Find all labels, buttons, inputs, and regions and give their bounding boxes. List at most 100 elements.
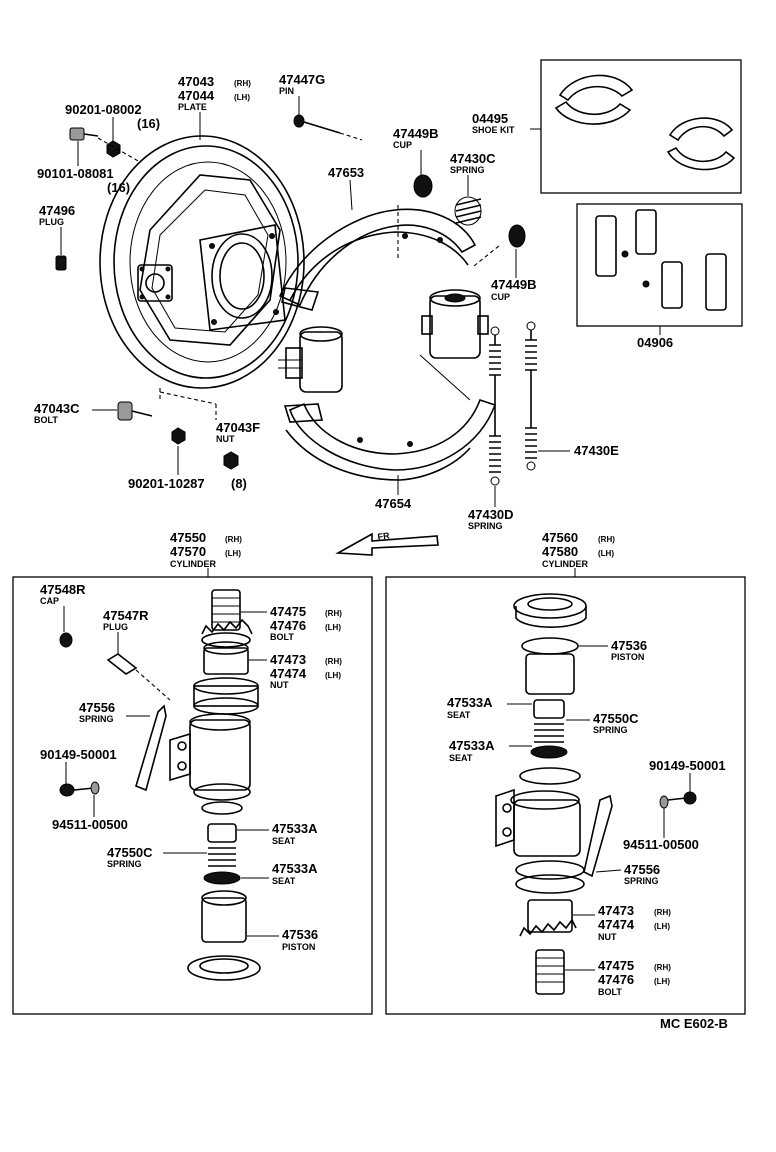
nut-bottom-pn: 90201-10287 [128, 476, 205, 491]
lp-plug-desc: PLUG [103, 622, 128, 632]
cup1-desc: CUP [393, 140, 412, 150]
lp-seat2-desc: SEAT [272, 876, 296, 886]
cup2-pn: 47449B [491, 277, 537, 292]
lp-adjbolt-rh: (RH) [325, 609, 342, 618]
lp-cap-desc: CAP [40, 596, 59, 606]
rp-adjnut-desc: NUT [598, 932, 617, 942]
cyl-left-lh: (LH) [225, 549, 241, 558]
lp-seat1-desc: SEAT [272, 836, 296, 846]
plug-part [55, 255, 67, 271]
plate-desc: PLATE [178, 102, 207, 112]
cyl-right-desc: CYLINDER [542, 559, 589, 569]
nut-bolt-top [69, 127, 141, 163]
spring-d-pn: 47430D [468, 507, 514, 522]
cup1-pn: 47449B [393, 126, 439, 141]
left-cylinder-panel [12, 576, 373, 1015]
rp-adjbolt-lh: (LH) [654, 977, 670, 986]
return-springs [489, 321, 537, 486]
rp-adjbolt-pn1: 47475 [598, 958, 634, 973]
lower-brake-shoe [283, 354, 497, 481]
rp-seat2-desc: SEAT [449, 753, 473, 763]
rp-adjnut-pn2: 47474 [598, 917, 635, 932]
nut-top-pn: 90201-08002 [65, 102, 142, 117]
shoe-kit-desc: SHOE KIT [472, 125, 515, 135]
front-arrow [335, 532, 439, 556]
upper-brake-shoe [278, 205, 477, 311]
lp-spring50c-desc: SPRING [107, 859, 142, 869]
lp-adjbolt-desc: BOLT [270, 632, 294, 642]
rp-adjnut-lh: (LH) [654, 922, 670, 931]
plate-pn1: 47043 [178, 74, 214, 89]
rp-seat1-desc: SEAT [447, 710, 471, 720]
rp-adjbolt-pn2: 47476 [598, 972, 634, 987]
rp-adjnut-pn1: 47473 [598, 903, 634, 918]
spring-e-pn: 47430E [574, 443, 619, 458]
lp-seat1-pn: 47533A [272, 821, 318, 836]
backing-plate [99, 135, 305, 389]
rp-spring56-desc: SPRING [624, 876, 659, 886]
lp-adjbolt-pn2: 47476 [270, 618, 306, 633]
nut-bottom-qty: (8) [231, 476, 247, 491]
top-labels: 47043 (RH) 47044 (LH) PLATE 47447G PIN 9… [34, 72, 673, 569]
drawing-code: MC E602-B [660, 1016, 728, 1031]
spring-c-pn: 47430C [450, 151, 496, 166]
cup2-desc: CUP [491, 292, 510, 302]
lp-seat2-pn: 47533A [272, 861, 318, 876]
fr-label: FR [377, 530, 391, 542]
rp-seat1-pn: 47533A [447, 695, 493, 710]
lp-adjbolt-lh: (LH) [325, 623, 341, 632]
lp-piston-desc: PISTON [282, 942, 315, 952]
plug-top-desc: PLUG [39, 217, 64, 227]
lp-spring56-desc: SPRING [79, 714, 114, 724]
rp-spring50c-pn: 47550C [593, 711, 639, 726]
kit-04906-pn: 04906 [637, 335, 673, 350]
rp-piston-pn: 47536 [611, 638, 647, 653]
right-panel-labels: 47536 PISTON 47533A SEAT 47550C SPRING 4… [447, 638, 726, 997]
wheel-cylinder-center [421, 289, 489, 359]
lp-adjnut-desc: NUT [270, 680, 289, 690]
nut-47043f-desc: NUT [216, 434, 235, 444]
rp-spring56-pn: 47556 [624, 862, 660, 877]
shoe-kit-pn: 04495 [472, 111, 508, 126]
rp-seat2-pn: 47533A [449, 738, 495, 753]
cyl-right-pn2: 47580 [542, 544, 578, 559]
plate-lh: (LH) [234, 93, 250, 102]
rp-bolt-pn: 90149-50001 [649, 758, 726, 773]
shoe-upper-pn: 47653 [328, 165, 364, 180]
shoe-kit-box [540, 59, 742, 194]
plate-rh: (RH) [234, 79, 251, 88]
lp-adjnut-rh: (RH) [325, 657, 342, 666]
bolt-nut-bottom [117, 388, 239, 470]
cyl-left-pn2: 47570 [170, 544, 206, 559]
nut-top-qty: (16) [137, 116, 160, 131]
lp-bolt-pn: 90149-50001 [40, 747, 117, 762]
wheel-cylinder-left [278, 326, 343, 393]
cyl-left-pn1: 47550 [170, 530, 206, 545]
bolt-top-pn: 90101-08081 [37, 166, 114, 181]
lp-spring50c-pn: 47550C [107, 845, 153, 860]
lp-piston-pn: 47536 [282, 927, 318, 942]
lp-adjnut-lh: (LH) [325, 671, 341, 680]
shoe-lower-pn: 47654 [375, 496, 412, 511]
bolt-top-qty: (16) [107, 180, 130, 195]
rp-piston-desc: PISTON [611, 652, 644, 662]
plate-pn2: 47044 [178, 88, 215, 103]
lp-cap-pn: 47548R [40, 582, 86, 597]
spring-c-desc: SPRING [450, 165, 485, 175]
plug-top-pn: 47496 [39, 203, 75, 218]
cyl-right-lh: (LH) [598, 549, 614, 558]
nut-47043f-pn: 47043F [216, 420, 260, 435]
left-panel-labels: 47548R CAP 47547R PLUG 47556 SPRING 9014… [40, 582, 342, 952]
cyl-left-rh: (RH) [225, 535, 242, 544]
rp-washer-pn: 94511-00500 [623, 837, 699, 852]
spring-d-desc: SPRING [468, 521, 503, 531]
right-cylinder-parts [495, 593, 697, 995]
bolt-47043c-pn: 47043C [34, 401, 80, 416]
lp-washer-pn: 94511-00500 [52, 817, 128, 832]
lp-adjbolt-pn1: 47475 [270, 604, 306, 619]
rp-adjbolt-desc: BOLT [598, 987, 622, 997]
lp-adjnut-pn1: 47473 [270, 652, 306, 667]
rp-spring50c-desc: SPRING [593, 725, 628, 735]
left-cylinder-parts [59, 589, 261, 981]
